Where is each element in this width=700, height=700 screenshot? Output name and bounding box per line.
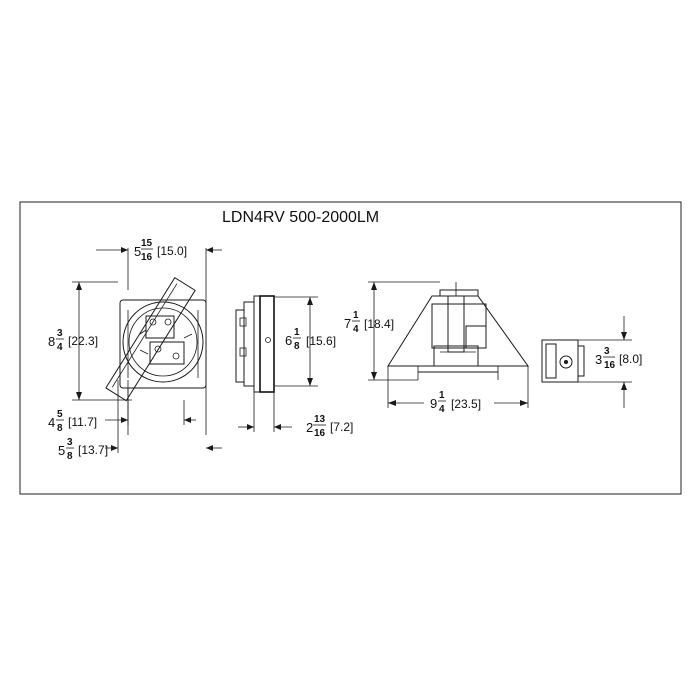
dim-height-left: 8 3 4 [22.3] (48, 328, 98, 353)
junction-box-view (541, 316, 632, 408)
svg-text:5: 5 (134, 244, 141, 259)
side-view (235, 295, 318, 432)
dim-side-depth: 2 13 16 [7.2] (306, 414, 353, 439)
svg-text:4: 4 (439, 404, 445, 415)
svg-text:5: 5 (57, 409, 63, 420)
svg-text:8: 8 (48, 334, 55, 349)
svg-text:[18.4]: [18.4] (364, 317, 394, 331)
svg-text:1: 1 (294, 327, 300, 338)
svg-text:3: 3 (595, 352, 602, 367)
dim-side-height: 6 1 8 [15.6] (285, 327, 336, 352)
svg-text:[22.3]: [22.3] (68, 334, 98, 348)
svg-text:[23.5]: [23.5] (451, 397, 481, 411)
svg-text:15: 15 (141, 238, 153, 249)
svg-text:4: 4 (353, 324, 359, 335)
svg-text:[15.0]: [15.0] (157, 244, 187, 258)
svg-text:5: 5 (58, 443, 65, 458)
svg-text:[15.6]: [15.6] (306, 334, 336, 348)
drawing-title: LDN4RV 500-2000LM (222, 209, 379, 226)
svg-text:[7.2]: [7.2] (330, 420, 353, 434)
dim-width-a: 4 5 8 [11.7] (48, 409, 97, 434)
dim-box-height: 3 3 16 [8.0] (595, 346, 642, 371)
front-view (368, 281, 529, 408)
svg-text:2: 2 (306, 420, 313, 435)
svg-text:9: 9 (430, 396, 437, 411)
svg-text:3: 3 (604, 346, 610, 357)
svg-text:8: 8 (57, 423, 63, 434)
dim-trim-width: 9 1 4 [23.5] (424, 390, 494, 415)
dim-width-b: 5 3 8 [13.7] (58, 437, 108, 462)
svg-text:1: 1 (439, 390, 445, 401)
svg-text:4: 4 (48, 415, 55, 430)
svg-text:7: 7 (344, 316, 351, 331)
svg-text:6: 6 (285, 333, 292, 348)
svg-text:[11.7]: [11.7] (68, 415, 97, 429)
svg-text:16: 16 (604, 360, 616, 371)
svg-text:[13.7]: [13.7] (78, 443, 108, 457)
svg-text:4: 4 (57, 342, 63, 353)
svg-text:1: 1 (353, 310, 359, 321)
dim-top-width: 5 15 16 [15.0] (134, 238, 187, 263)
svg-text:13: 13 (314, 414, 326, 425)
drawing-frame (19, 201, 682, 495)
svg-text:8: 8 (294, 341, 300, 352)
svg-text:8: 8 (67, 451, 73, 462)
svg-text:3: 3 (67, 437, 73, 448)
svg-text:16: 16 (141, 252, 153, 263)
dim-trim-height: 7 1 4 [18.4] (344, 310, 394, 335)
svg-text:3: 3 (57, 328, 63, 339)
svg-text:[8.0]: [8.0] (619, 352, 642, 366)
plan-view (72, 247, 222, 453)
svg-text:16: 16 (314, 428, 326, 439)
